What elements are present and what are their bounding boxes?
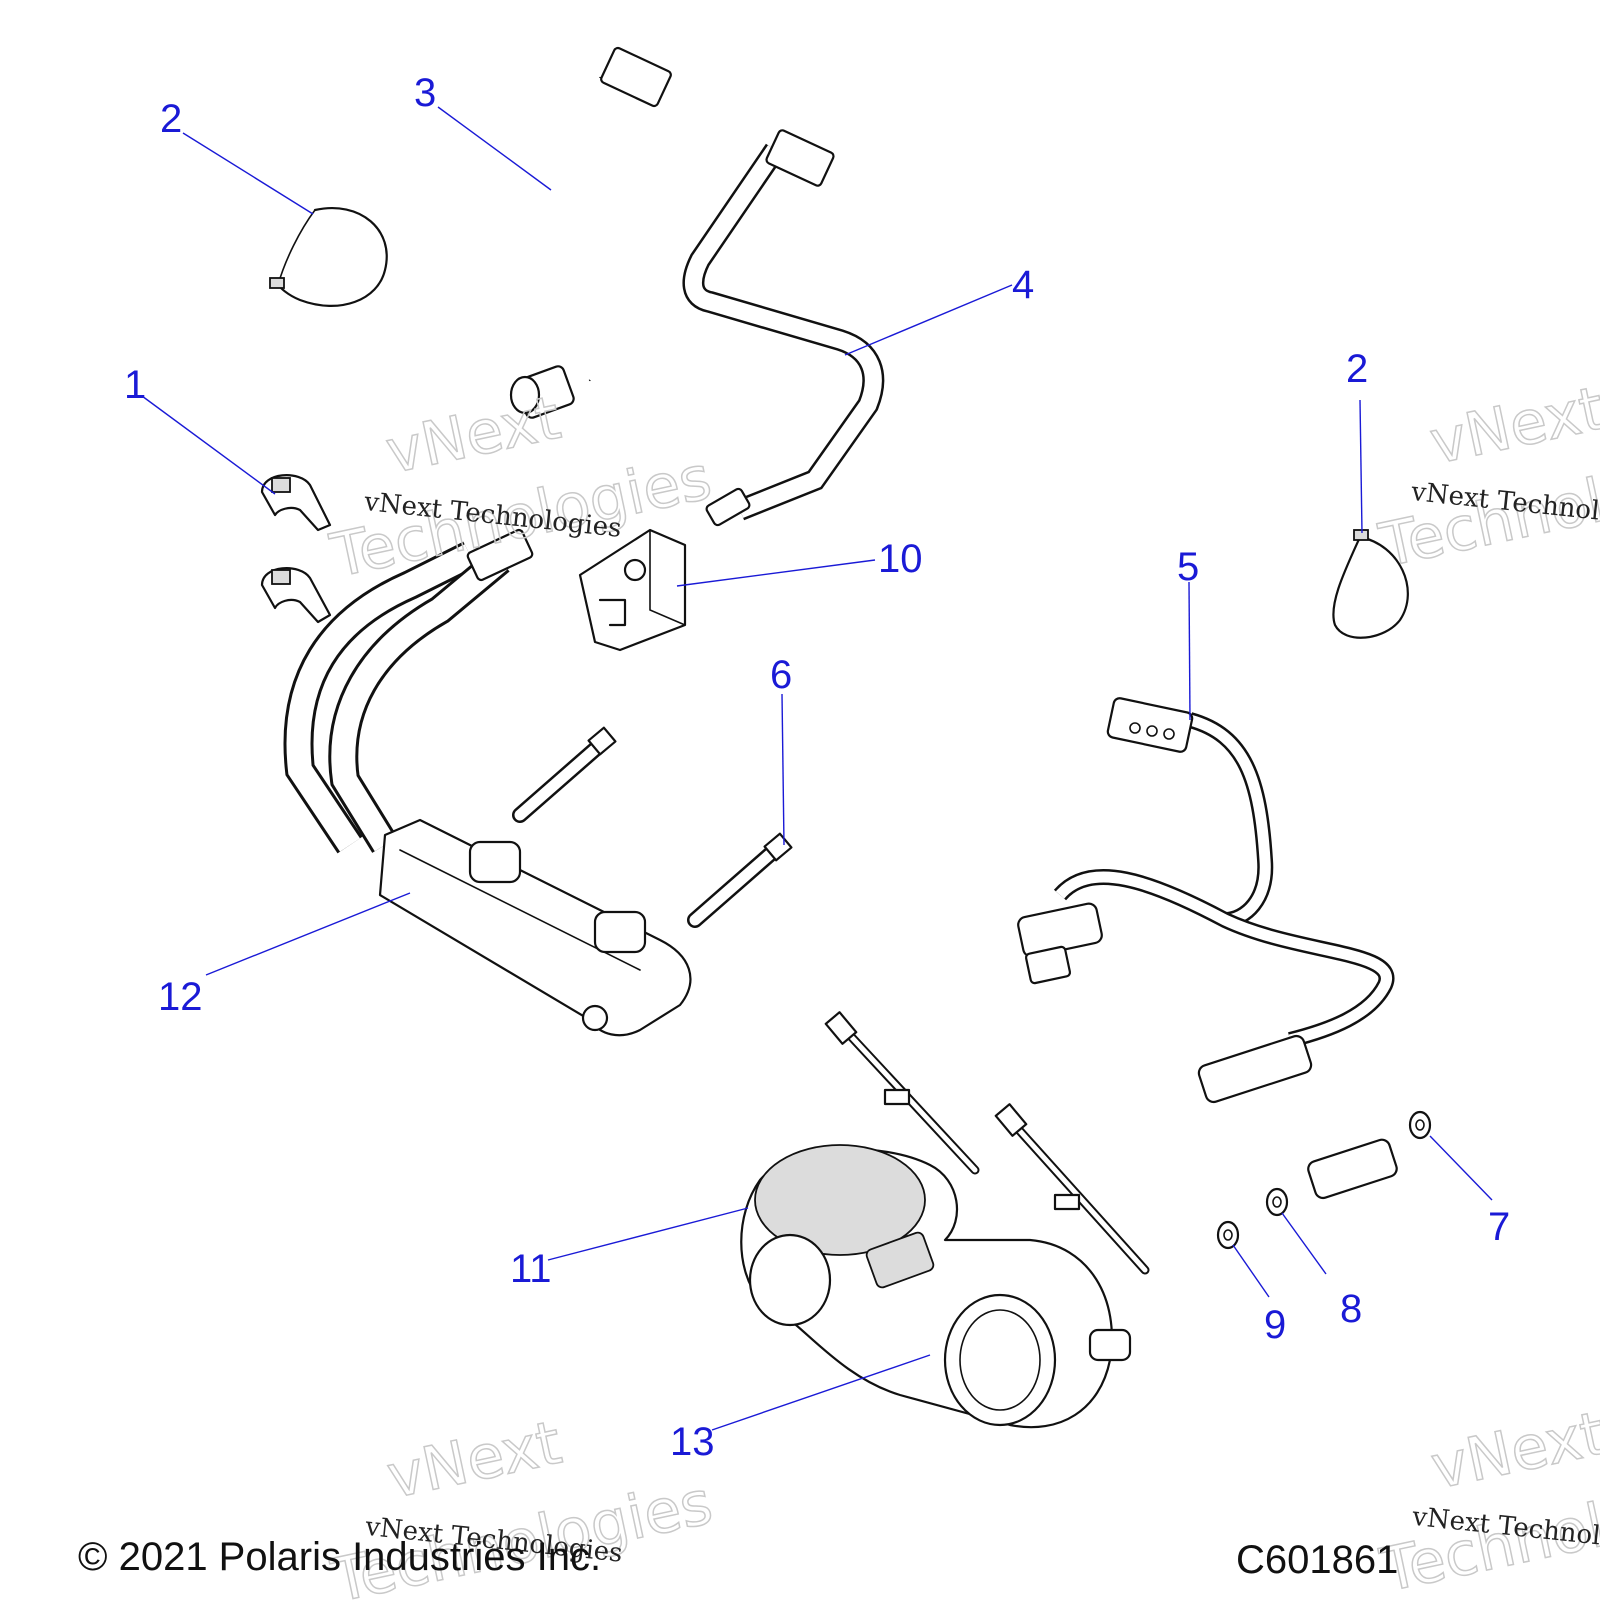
callout-4: 4 <box>1012 263 1034 307</box>
callout-7: 7 <box>1488 1205 1510 1249</box>
part-9-washer <box>1216 1220 1240 1250</box>
leader-8 <box>1281 1212 1327 1275</box>
callout-8: 8 <box>1340 1287 1362 1331</box>
leader-7 <box>1429 1135 1493 1201</box>
callout-12: 12 <box>158 975 203 1019</box>
svg-text:vNext: vNext <box>1424 374 1600 479</box>
part-5-harness <box>1017 697 1395 1104</box>
part-4-fuel-hose <box>682 129 885 527</box>
leader-6 <box>781 693 785 846</box>
svg-text:vNext: vNext <box>381 1408 567 1513</box>
callout-6: 6 <box>770 653 792 697</box>
leader-2-right <box>1359 399 1363 534</box>
callout-5: 5 <box>1177 545 1199 589</box>
leader-lines <box>141 106 1493 1431</box>
cable-ties <box>824 1011 1150 1275</box>
callout-1: 1 <box>124 363 146 407</box>
leader-5 <box>1188 581 1191 721</box>
part-12-fuel-rail <box>283 528 692 1037</box>
part-13-throttle-body <box>740 1144 1132 1429</box>
callout-3: 3 <box>414 71 436 115</box>
part-10-bracket <box>578 528 687 652</box>
callout-2-right: 2 <box>1346 347 1368 391</box>
callout-9: 9 <box>1264 1303 1286 1347</box>
leader-13 <box>711 1354 931 1431</box>
callout-11: 11 <box>510 1247 552 1291</box>
part-3-fuel-hose <box>496 46 672 419</box>
leader-12 <box>205 892 411 976</box>
leader-11 <box>547 1207 749 1261</box>
part-1-clips <box>260 474 332 624</box>
leader-10 <box>676 559 876 587</box>
part-8-washer <box>1265 1187 1289 1217</box>
part-6-bolts <box>512 726 793 928</box>
drawing-code: C601861 <box>1236 1538 1399 1582</box>
svg-text:vNext: vNext <box>380 383 566 488</box>
leader-1 <box>141 395 276 495</box>
injector-tip <box>1307 1138 1398 1200</box>
watermark-2: vNext Technologies vNext Technologies <box>1373 373 1600 582</box>
callout-2-left: 2 <box>160 97 182 141</box>
leader-2-left <box>182 132 314 215</box>
copyright-notice: © 2021 Polaris Industries Inc. <box>78 1535 602 1579</box>
svg-text:vNext: vNext <box>1425 1399 1600 1504</box>
part-7-washer <box>1408 1110 1432 1140</box>
leader-4 <box>844 284 1013 356</box>
callout-numbers: 2 3 4 1 10 2 5 6 12 11 13 7 8 9 <box>124 71 1510 1464</box>
part-2-strap-right <box>1332 529 1409 639</box>
part-2-strap-left <box>269 207 388 307</box>
callout-13: 13 <box>670 1420 715 1464</box>
callout-10: 10 <box>878 537 923 581</box>
leader-9 <box>1232 1244 1270 1298</box>
leader-3 <box>437 106 552 191</box>
